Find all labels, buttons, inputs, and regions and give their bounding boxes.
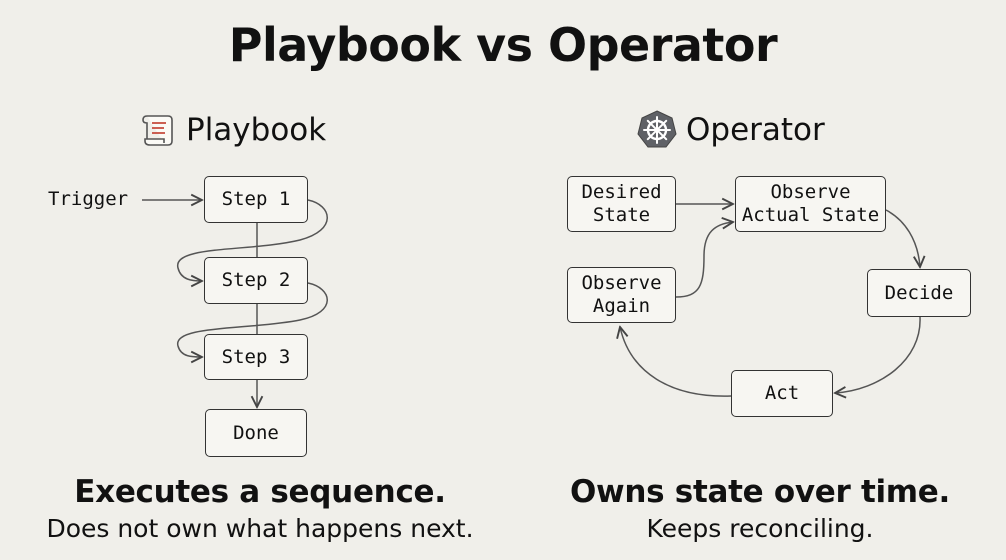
arrow-observe-decide [885, 209, 920, 267]
step-3-node: Step 3 [204, 334, 308, 380]
arrow-decide-act [835, 316, 921, 393]
observe-actual-state-node: Observe Actual State [735, 176, 886, 232]
scroll-icon [138, 110, 178, 150]
decide-node: Decide [867, 269, 971, 317]
step-2-node: Step 2 [204, 257, 308, 304]
page-title: Playbook vs Operator [228, 18, 778, 72]
step-1-node: Step 1 [204, 176, 308, 223]
arrow-act-observe-again [620, 327, 732, 397]
playbook-caption-sub: Does not own what happens next. [46, 514, 474, 543]
playbook-heading-label: Playbook [186, 112, 327, 148]
operator-caption-main: Owns state over time. [570, 474, 950, 510]
operator-heading: Operator [636, 108, 825, 152]
arrow-observe-again-observe-actual [675, 222, 733, 298]
trigger-label: Trigger [48, 188, 129, 210]
operator-caption-sub: Keeps reconciling. [646, 514, 874, 543]
playbook-heading: Playbook [138, 108, 326, 152]
operator-heading-label: Operator [686, 112, 825, 148]
done-node: Done [205, 409, 307, 457]
loop-step2-step3 [177, 282, 328, 357]
kubernetes-helm-icon [636, 109, 678, 151]
loop-step1-step2 [177, 199, 328, 281]
act-node: Act [731, 370, 833, 417]
playbook-caption-main: Executes a sequence. [74, 474, 446, 510]
desired-state-node: Desired State [567, 176, 676, 232]
observe-again-node: Observe Again [567, 267, 676, 323]
